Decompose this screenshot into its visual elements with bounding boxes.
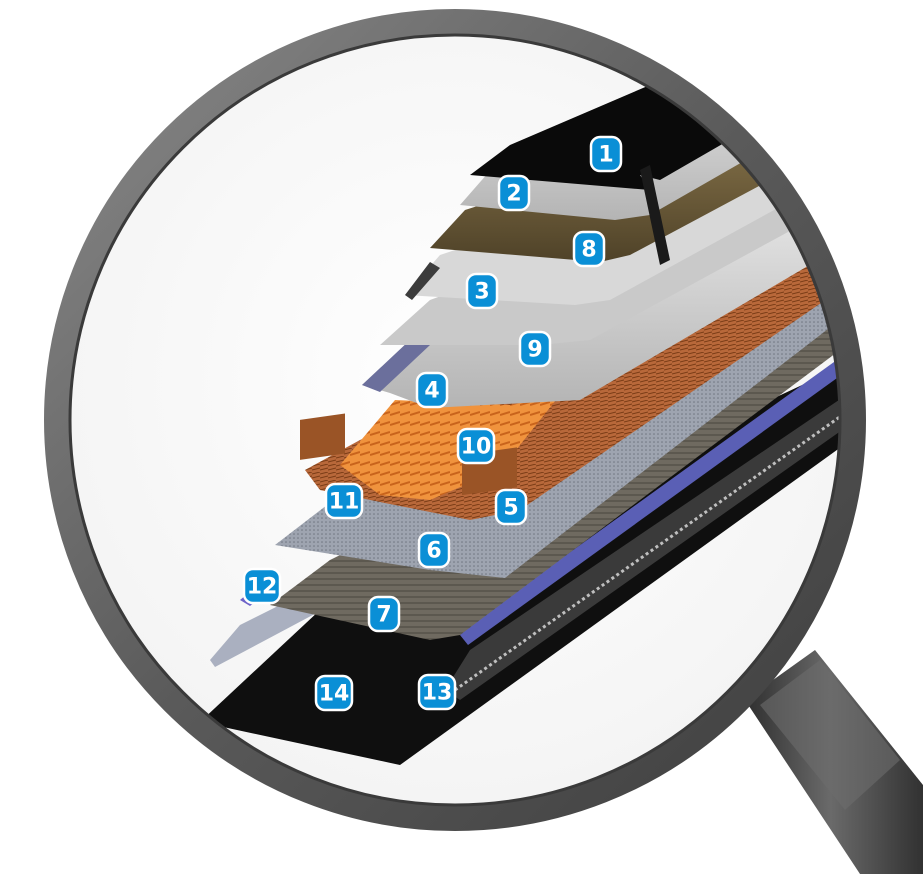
callout-label-10: 10 bbox=[461, 435, 492, 460]
callout-badge-5: 5 bbox=[496, 490, 526, 524]
callout-label-6: 6 bbox=[426, 539, 441, 564]
callout-label-4: 4 bbox=[424, 379, 439, 404]
callout-badge-3: 3 bbox=[467, 274, 497, 308]
callout-badge-1: 1 bbox=[591, 137, 621, 171]
callout-badge-2: 2 bbox=[499, 176, 529, 210]
layer-11-block bbox=[300, 414, 345, 460]
magnifier-handle bbox=[745, 650, 923, 874]
callout-badge-4: 4 bbox=[417, 373, 447, 407]
callout-label-9: 9 bbox=[527, 338, 542, 363]
callout-label-11: 11 bbox=[329, 490, 360, 515]
callout-badge-7: 7 bbox=[369, 597, 399, 631]
callout-label-7: 7 bbox=[376, 603, 391, 628]
callout-badge-6: 6 bbox=[419, 533, 449, 567]
callout-badge-9: 9 bbox=[520, 332, 550, 366]
callout-label-5: 5 bbox=[503, 496, 518, 521]
callout-label-1: 1 bbox=[598, 143, 613, 168]
callout-badge-12: 12 bbox=[244, 569, 280, 603]
callout-label-12: 12 bbox=[247, 575, 278, 600]
callout-badge-14: 14 bbox=[316, 676, 352, 710]
callout-badge-13: 13 bbox=[419, 675, 455, 709]
callout-label-14: 14 bbox=[319, 682, 350, 707]
callout-label-3: 3 bbox=[474, 280, 489, 305]
callout-badge-10: 10 bbox=[458, 429, 494, 463]
callout-label-13: 13 bbox=[422, 681, 453, 706]
callout-badge-8: 8 bbox=[574, 232, 604, 266]
callout-badge-11: 11 bbox=[326, 484, 362, 518]
callout-label-2: 2 bbox=[506, 182, 521, 207]
callout-label-8: 8 bbox=[581, 238, 596, 263]
